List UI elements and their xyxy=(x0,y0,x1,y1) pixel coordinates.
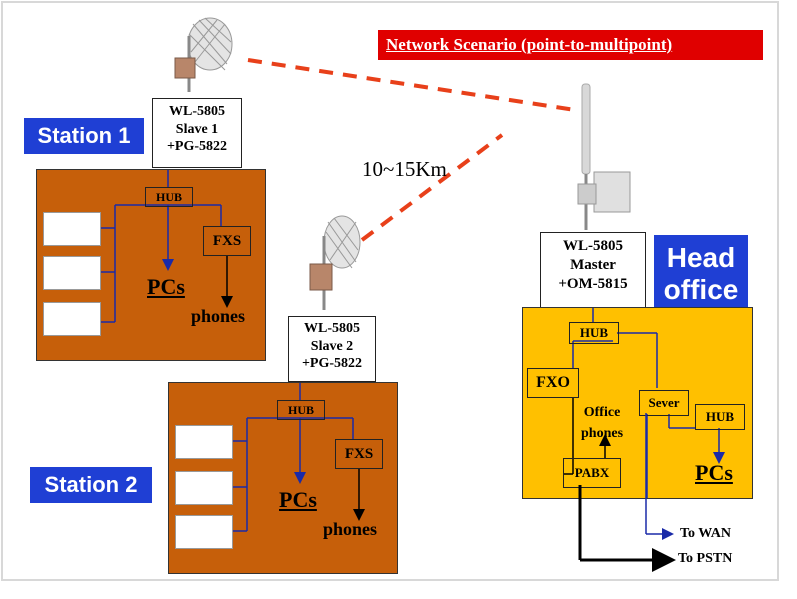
station2-device-line: Slave 2 xyxy=(310,338,354,354)
head-office-phones: Office phones xyxy=(581,402,623,444)
head-wiring xyxy=(563,308,725,498)
station1-panel: HUB FXS PCs phones xyxy=(36,169,266,361)
head-hub: HUB xyxy=(569,322,619,344)
title-banner: Network Scenario (point-to-multipoint) xyxy=(378,30,763,60)
station1-phones: phones xyxy=(191,306,246,326)
head-device-line: Master xyxy=(570,256,616,273)
head-office-phones-line: phones xyxy=(581,426,624,441)
station2-pcs: PCs xyxy=(279,487,317,512)
ip-camera-icon xyxy=(175,471,233,505)
omni-antenna-icon xyxy=(577,83,631,230)
station1-pcs: PCs xyxy=(147,274,185,299)
station2-phones: phones xyxy=(323,519,378,539)
grid-antenna-icon xyxy=(174,17,233,92)
ip-camera-icon xyxy=(43,212,101,246)
wireless-link-2 xyxy=(360,133,504,242)
head-pcs: PCs xyxy=(695,460,733,485)
head-pabx: PABX xyxy=(563,458,621,488)
station2-label: Station 2 xyxy=(30,467,152,503)
title-text: Network Scenario (point-to-multipoint) xyxy=(386,35,673,54)
station2-fxs: FXS xyxy=(335,439,383,469)
station1-fxs: FXS xyxy=(203,226,251,256)
grid-antenna-icon-2 xyxy=(309,215,361,310)
head-office-line: Head xyxy=(666,241,736,273)
head-fxo: FXO xyxy=(527,368,579,398)
head-panel: HUB FXO Sever HUB Office phones PABX PCs xyxy=(522,307,753,499)
station1-device-line: WL-5805 xyxy=(169,104,225,119)
station2-hub: HUB xyxy=(277,400,325,420)
head-to-wan: To WAN xyxy=(680,526,731,541)
station2-device-line: +PG-5822 xyxy=(301,356,363,371)
station1-device-box: WL-5805 Slave 1 +PG-5822 xyxy=(152,98,242,168)
station1-device-line: Slave 1 xyxy=(175,121,219,137)
ip-camera-icon xyxy=(43,302,101,336)
head-office-line: office xyxy=(663,274,739,305)
station1-label: Station 1 xyxy=(24,118,144,154)
station1-hub: HUB xyxy=(145,187,193,207)
station2-device-box: WL-5805 Slave 2 +PG-5822 xyxy=(288,316,376,382)
head-device-box: WL-5805 Master +OM-5815 xyxy=(540,232,646,308)
ip-camera-icon xyxy=(175,425,233,459)
wireless-link-1 xyxy=(247,58,576,112)
head-hub2: HUB xyxy=(695,404,745,430)
head-device-line: +OM-5815 xyxy=(558,275,628,292)
station1-device-line: +PG-5822 xyxy=(166,139,228,154)
ip-camera-icon xyxy=(175,515,233,549)
station2-panel: HUB FXS PCs phones xyxy=(168,382,398,574)
distance-label: 10~15Km xyxy=(362,157,447,181)
head-office-phones-line: Office xyxy=(583,405,621,420)
head-to-pstn: To PSTN xyxy=(678,551,733,566)
head-office-label: Head office xyxy=(654,235,748,313)
head-device-line: WL-5805 xyxy=(563,238,623,254)
station2-device-line: WL-5805 xyxy=(304,321,360,336)
ip-camera-icon xyxy=(43,256,101,290)
head-sever: Sever xyxy=(639,390,689,416)
